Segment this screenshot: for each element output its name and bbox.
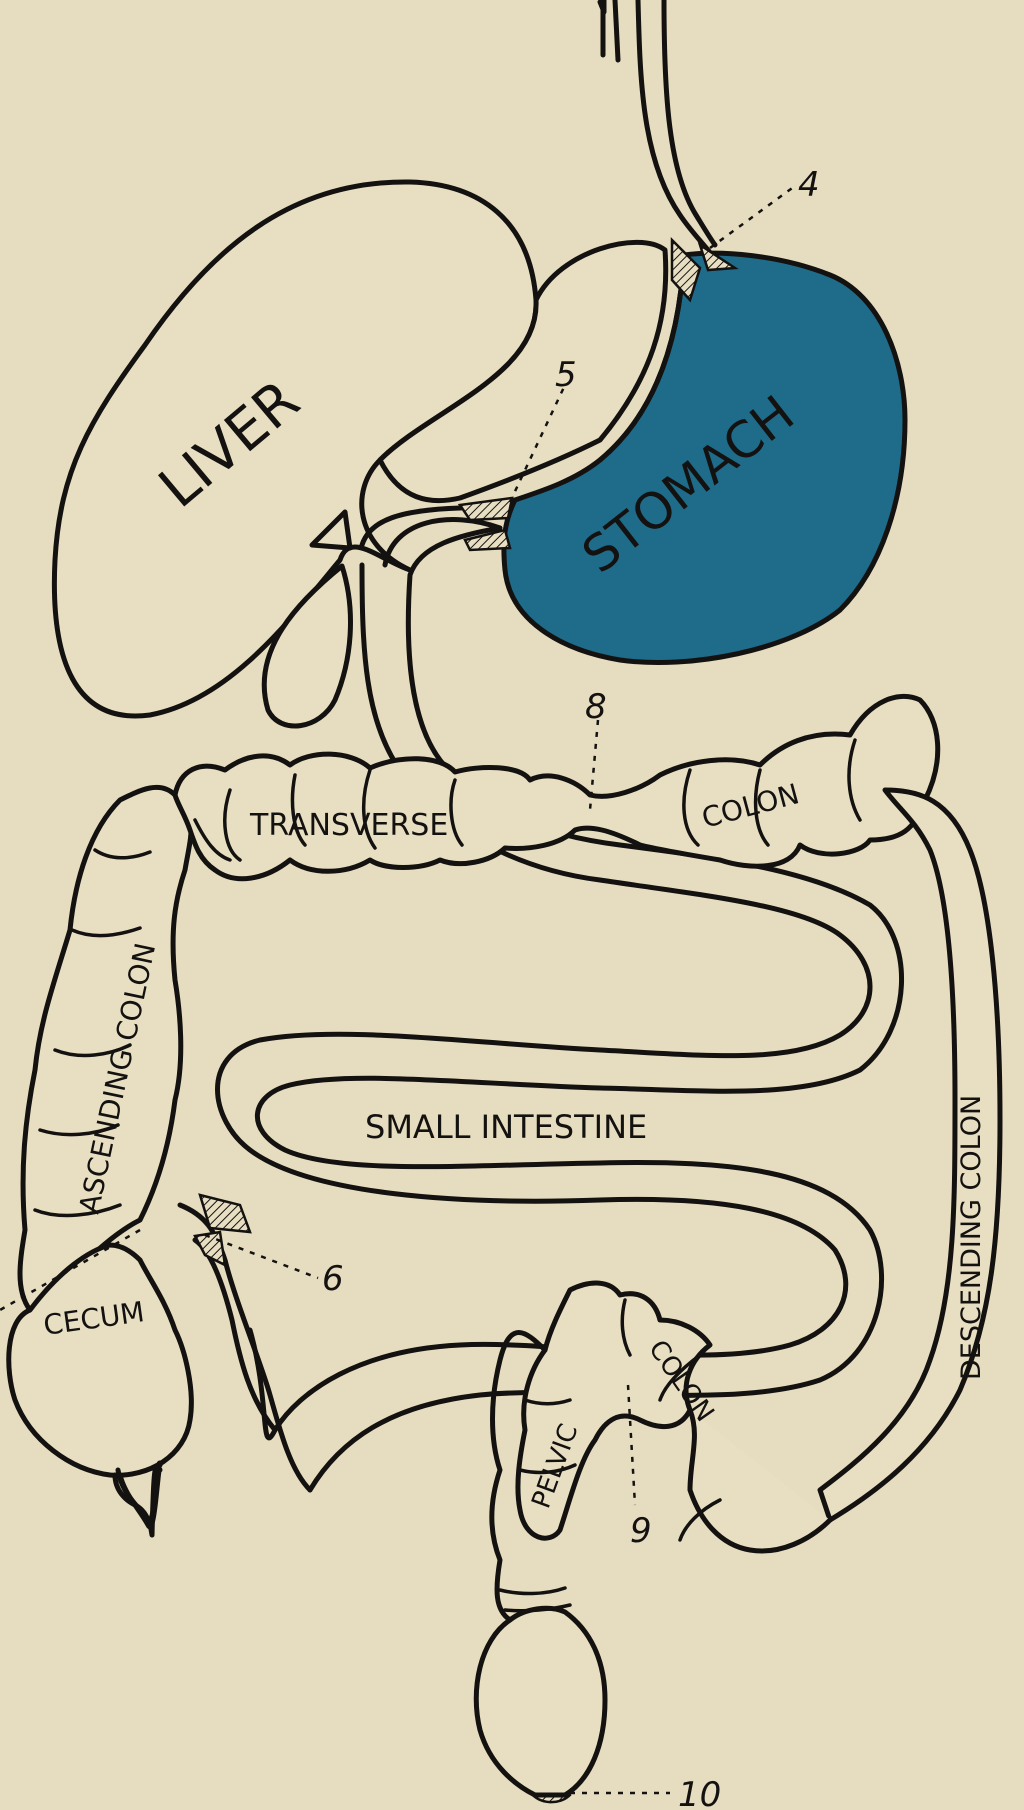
pelvic-colon [515, 1280, 833, 1554]
marker-5: 5 [555, 355, 577, 395]
leader-6 [204, 1233, 319, 1280]
cardiac-sphincter-4 [670, 236, 702, 303]
liver-stomach-gap [377, 239, 669, 504]
duodenum-wall-right [255, 517, 905, 1493]
rectum [473, 1605, 608, 1798]
rectum-fold [498, 1586, 572, 1613]
cardiac-sphincter-4b [697, 242, 739, 272]
appendix-tail [117, 1466, 163, 1530]
leader-5 [508, 384, 567, 503]
pelvic-haustra [518, 1298, 722, 1542]
transverse-label: TRANSVERSE [249, 808, 448, 843]
gallbladder [261, 563, 353, 729]
marker-9: 9 [630, 1511, 652, 1551]
cecum [6, 1242, 194, 1478]
pyloric-sphincter-5 [457, 496, 514, 522]
leader-4 [709, 184, 796, 250]
pyloric-sphincter-5b [463, 528, 512, 552]
marker-4: 4 [798, 165, 820, 205]
descending-colon-label: DESCENDING COLON [956, 1095, 987, 1380]
small-intestine-label: SMALL INTESTINE [365, 1108, 647, 1146]
ileum-to-cecum [177, 1202, 313, 1493]
leader-9 [626, 1384, 637, 1506]
triangle-marker [309, 509, 353, 551]
pelvic-colon-loop [489, 1330, 548, 1623]
marker-6: 6 [322, 1259, 344, 1299]
ascending-haustra [33, 848, 152, 1218]
leader-8 [588, 719, 600, 811]
stomach [501, 250, 908, 666]
liver [51, 179, 539, 719]
transverse-haustra [193, 738, 862, 862]
esophagus [597, 0, 718, 258]
leader-6-cecum [0, 1228, 141, 1312]
ileocecal-sphincter-6 [198, 1193, 252, 1234]
marker-10: 10 [678, 1775, 721, 1810]
marker-8: 8 [585, 687, 607, 727]
